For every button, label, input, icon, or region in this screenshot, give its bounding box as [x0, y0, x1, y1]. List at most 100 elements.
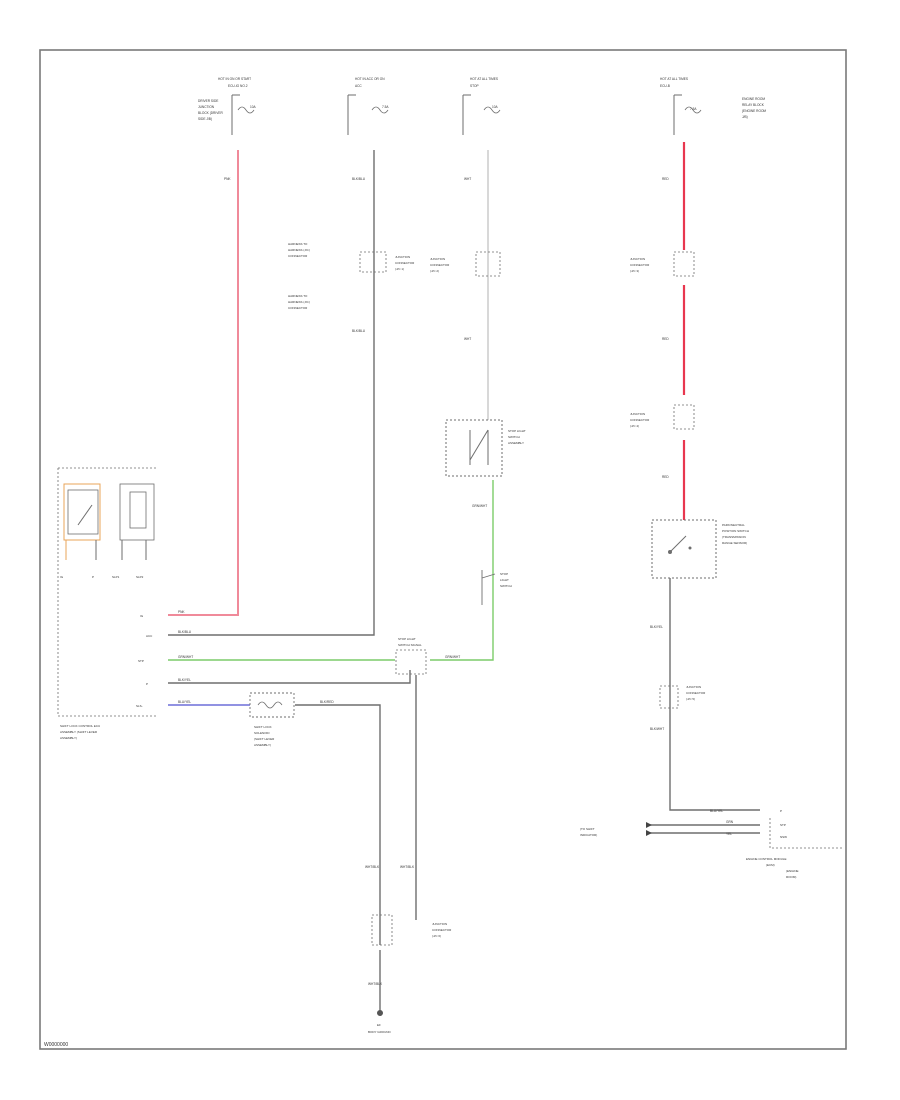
- svg-text:HOT AT ALL TIMES: HOT AT ALL TIMES: [660, 77, 688, 81]
- svg-text:GRN: GRN: [726, 820, 734, 824]
- svg-text:ASSEMBLY: ASSEMBLY: [508, 441, 524, 445]
- svg-text:ACC: ACC: [355, 84, 362, 88]
- svg-text:(J/C 2): (J/C 2): [430, 269, 439, 273]
- svg-text:HARNESS (J/C): HARNESS (J/C): [288, 300, 310, 304]
- svg-text:SHIFT LOCK: SHIFT LOCK: [254, 725, 272, 729]
- wire-green: [430, 480, 494, 661]
- svg-text:CONNECTOR: CONNECTOR: [430, 263, 450, 267]
- fuse-brackets: [231, 94, 682, 135]
- svg-text:BLK/BLU: BLK/BLU: [352, 177, 366, 181]
- fuse-symbols: [237, 106, 702, 114]
- svg-text:BLOCK (DRIVER: BLOCK (DRIVER: [198, 111, 223, 115]
- svg-text:SLS-: SLS-: [136, 704, 143, 708]
- svg-text:PARK/NEUTRAL: PARK/NEUTRAL: [722, 523, 745, 527]
- junction-connectors: [359, 251, 695, 946]
- svg-text:P: P: [780, 809, 782, 813]
- svg-text:(TO SHIFT: (TO SHIFT: [580, 827, 595, 831]
- svg-text:10A: 10A: [250, 105, 257, 109]
- center-relay-label: STOP LIGHT SWITCH SIGNAL: [398, 637, 422, 647]
- wire-labels: PNK BLK/BLU WHT RED BLK/BLU WHT RED RED …: [178, 177, 734, 986]
- wire-blk-yel: [168, 670, 411, 684]
- svg-text:SLP1: SLP1: [112, 575, 120, 579]
- svg-text:STOP LIGHT: STOP LIGHT: [508, 429, 526, 433]
- svg-text:(SHIFT LEVER: (SHIFT LEVER: [254, 737, 275, 741]
- svg-text:J/B): J/B): [742, 115, 748, 119]
- splice-labels: HARNESS TO HARNESS (J/C) CONNECTOR HARNE…: [288, 242, 310, 310]
- park-neutral-switch: [651, 519, 717, 579]
- svg-text:CONNECTOR: CONNECTOR: [288, 306, 308, 310]
- fuse-label-center: HOT AT ALL TIMES STOP 10A: [470, 77, 499, 109]
- svg-text:BLK/WHT: BLK/WHT: [650, 727, 664, 731]
- svg-text:CONNECTOR: CONNECTOR: [686, 691, 706, 695]
- svg-text:JUNCTION: JUNCTION: [630, 257, 645, 261]
- svg-text:HOT AT ALL TIMES: HOT AT ALL TIMES: [470, 77, 498, 81]
- svg-text:10A: 10A: [492, 105, 499, 109]
- svg-text:RANGE SENSOR): RANGE SENSOR): [722, 541, 747, 545]
- svg-text:BLU/YEL: BLU/YEL: [178, 700, 191, 704]
- svg-text:RED: RED: [662, 337, 669, 341]
- svg-text:HOT IN ACC OR ON: HOT IN ACC OR ON: [355, 77, 385, 81]
- svg-text:STP: STP: [138, 659, 144, 663]
- svg-text:SIDE J/B): SIDE J/B): [198, 117, 212, 121]
- svg-text:YEL: YEL: [726, 832, 732, 836]
- svg-text:PNK: PNK: [224, 177, 231, 181]
- svg-text:GRN/WHT: GRN/WHT: [178, 655, 193, 659]
- ecm-bracket: [769, 818, 842, 849]
- svg-text:NSW: NSW: [780, 835, 787, 839]
- brake-switch-symbol: [481, 570, 496, 605]
- svg-text:JUNCTION: JUNCTION: [430, 257, 445, 261]
- svg-text:CONNECTOR: CONNECTOR: [630, 418, 650, 422]
- svg-text:HARNESS TO: HARNESS TO: [288, 242, 308, 246]
- svg-text:WHT: WHT: [464, 177, 471, 181]
- svg-text:ASSEMBLY): ASSEMBLY): [254, 743, 271, 747]
- svg-text:EF: EF: [377, 1023, 381, 1027]
- svg-text:BLU/YEL: BLU/YEL: [710, 809, 723, 813]
- diagram-frame: [39, 49, 847, 1050]
- shift-lock-ecu-label: SHIFT LOCK CONTROL ECU ASSEMBLY (SHIFT L…: [60, 724, 100, 740]
- svg-text:BLK/BLU: BLK/BLU: [178, 630, 192, 634]
- svg-text:WHT: WHT: [464, 337, 471, 341]
- svg-text:SWITCH: SWITCH: [500, 584, 512, 588]
- svg-text:RELAY BLOCK: RELAY BLOCK: [742, 103, 765, 107]
- svg-text:BLK/RED: BLK/RED: [320, 700, 334, 704]
- svg-text:ENGINE CONTROL MODULE: ENGINE CONTROL MODULE: [746, 857, 787, 861]
- svg-text:GRN/WHT: GRN/WHT: [445, 655, 460, 659]
- svg-text:(ENGINE ROOM: (ENGINE ROOM: [742, 109, 766, 113]
- svg-text:CONNECTOR: CONNECTOR: [288, 254, 308, 258]
- svg-text:ECU-IG NO.2: ECU-IG NO.2: [228, 84, 248, 88]
- park-neutral-label: PARK/NEUTRAL POSITION SWITCH (TRANSMISSI…: [722, 523, 749, 545]
- svg-text:STOP: STOP: [500, 572, 508, 576]
- svg-text:DRIVER SIDE: DRIVER SIDE: [198, 99, 218, 103]
- wire-pink: [168, 150, 239, 616]
- svg-text:ASSEMBLY): ASSEMBLY): [60, 736, 77, 740]
- svg-text:HARNESS (J/C): HARNESS (J/C): [288, 248, 310, 252]
- fuse-label-right-side: ENGINE ROOM RELAY BLOCK (ENGINE ROOM J/B…: [742, 97, 766, 119]
- svg-text:(J/C 6): (J/C 6): [432, 934, 441, 938]
- svg-text:STP: STP: [780, 823, 786, 827]
- svg-text:IG: IG: [140, 614, 144, 618]
- svg-text:JUNCTION: JUNCTION: [630, 412, 645, 416]
- svg-text:STOP: STOP: [470, 84, 479, 88]
- svg-text:RED: RED: [662, 475, 669, 479]
- svg-text:CONNECTOR: CONNECTOR: [432, 928, 452, 932]
- brake-switch-label: STOP LIGHT SWITCH: [500, 572, 512, 588]
- fuse-label-center-left: HOT IN ACC OR ON ACC 7.5A: [355, 77, 389, 109]
- stop-light-switch: [445, 419, 503, 477]
- ecm-pin-labels: P STP NSW: [780, 809, 787, 839]
- footer-code: W0000000: [44, 1042, 68, 1048]
- svg-text:HARNESS TO: HARNESS TO: [288, 294, 308, 298]
- svg-text:(J/C 4): (J/C 4): [630, 424, 639, 428]
- svg-text:(ENGINE: (ENGINE: [786, 869, 799, 873]
- svg-text:BODY GROUND: BODY GROUND: [368, 1030, 391, 1034]
- svg-text:BLK/YEL: BLK/YEL: [178, 678, 191, 682]
- shift-lock-ecu-pins: IG ACC STP P SLS- IG P SLP1 SLP2: [60, 575, 153, 708]
- center-relay: [395, 649, 427, 675]
- fuse-label-left-side: DRIVER SIDE JUNCTION BLOCK (DRIVER SIDE …: [198, 99, 223, 121]
- svg-text:SWITCH: SWITCH: [508, 435, 520, 439]
- svg-text:ASSEMBLY (SHIFT LEVER: ASSEMBLY (SHIFT LEVER: [60, 730, 98, 734]
- svg-text:LIGHT: LIGHT: [500, 578, 509, 582]
- svg-text:BLK/BLU: BLK/BLU: [352, 329, 366, 333]
- svg-text:SLP2: SLP2: [136, 575, 144, 579]
- fuse-label-left: HOT IN ON OR START ECU-IG NO.2 10A: [218, 77, 257, 109]
